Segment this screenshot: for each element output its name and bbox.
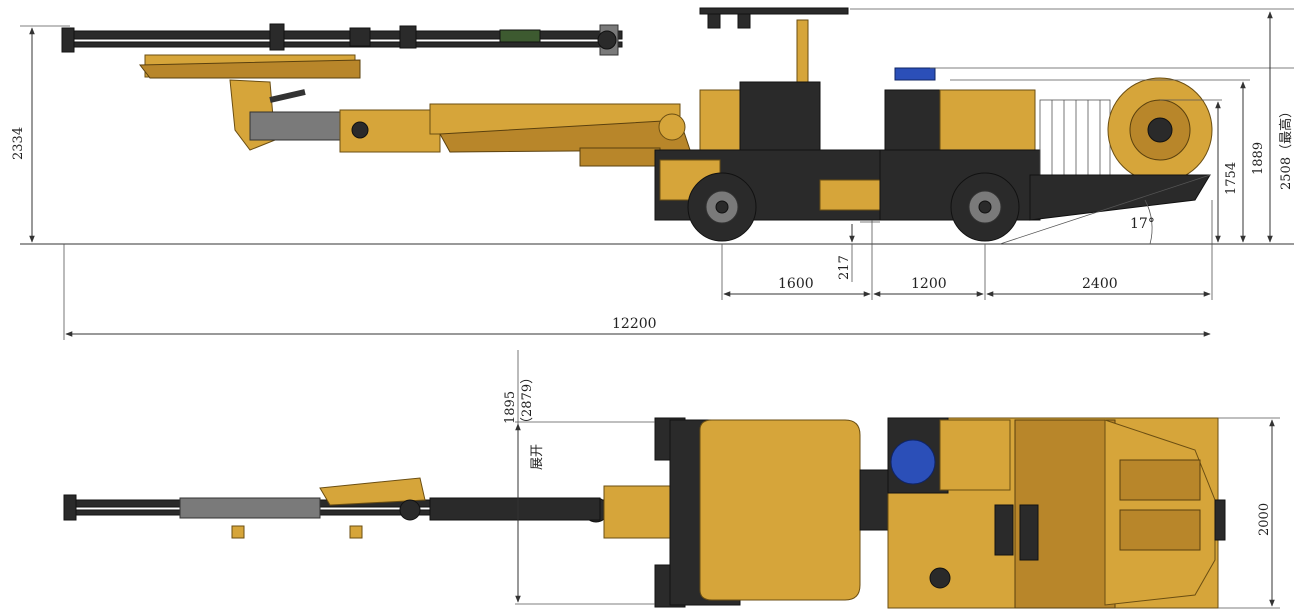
side-feed-beam	[61, 23, 623, 79]
dim-1889-label: 1889	[1251, 142, 1266, 175]
dim-1600-label: 1600	[778, 276, 814, 292]
dim-overall-length: 12200	[63, 244, 1211, 340]
dim-1200-label: 1200	[911, 276, 947, 292]
side-rear-chassis	[879, 67, 1213, 221]
side-boom	[229, 79, 691, 167]
expanded-label: 展开	[530, 444, 545, 470]
dim-2000-label: 2000	[1257, 503, 1272, 536]
dim-wheelbase-row: 1600 1200 2400	[721, 200, 1213, 300]
side-front-wheel	[687, 172, 757, 242]
dim-ground-clearance: 217	[837, 221, 880, 282]
dim-217-label: 217	[837, 255, 852, 280]
top-feed-beam	[63, 477, 685, 539]
dim-2400-label: 2400	[1082, 276, 1118, 292]
dim-2879-label: （2879）	[520, 371, 535, 430]
dim-12200-label: 12200	[612, 316, 657, 332]
dim-height-2334: 2334	[11, 25, 70, 243]
dim-2334-label: 2334	[11, 127, 26, 160]
dim-height-max: 2508（最高）	[930, 11, 1294, 243]
top-front-chassis	[654, 417, 891, 608]
dim-1754-label: 1754	[1224, 162, 1239, 195]
side-front-chassis	[654, 7, 886, 221]
side-rear-wheel	[950, 172, 1020, 242]
top-view: 1895 （2879） 展开 2000	[63, 350, 1280, 609]
dim-1895-label: 1895	[503, 391, 518, 424]
dim-max-height-label: 2508（最高）	[1278, 105, 1294, 190]
dim-height-1889: 1889	[950, 79, 1266, 243]
departure-angle-label: 17°	[1130, 216, 1155, 232]
top-rear-chassis	[887, 417, 1226, 609]
dim-overall-width: 2000	[1218, 417, 1280, 609]
dim-boom-width: 1895 （2879） 展开	[503, 350, 655, 605]
side-view: 17° 2334 1754 1889 2508（最高） 21	[11, 7, 1294, 340]
dim-height-1754: 1754	[1160, 99, 1239, 243]
